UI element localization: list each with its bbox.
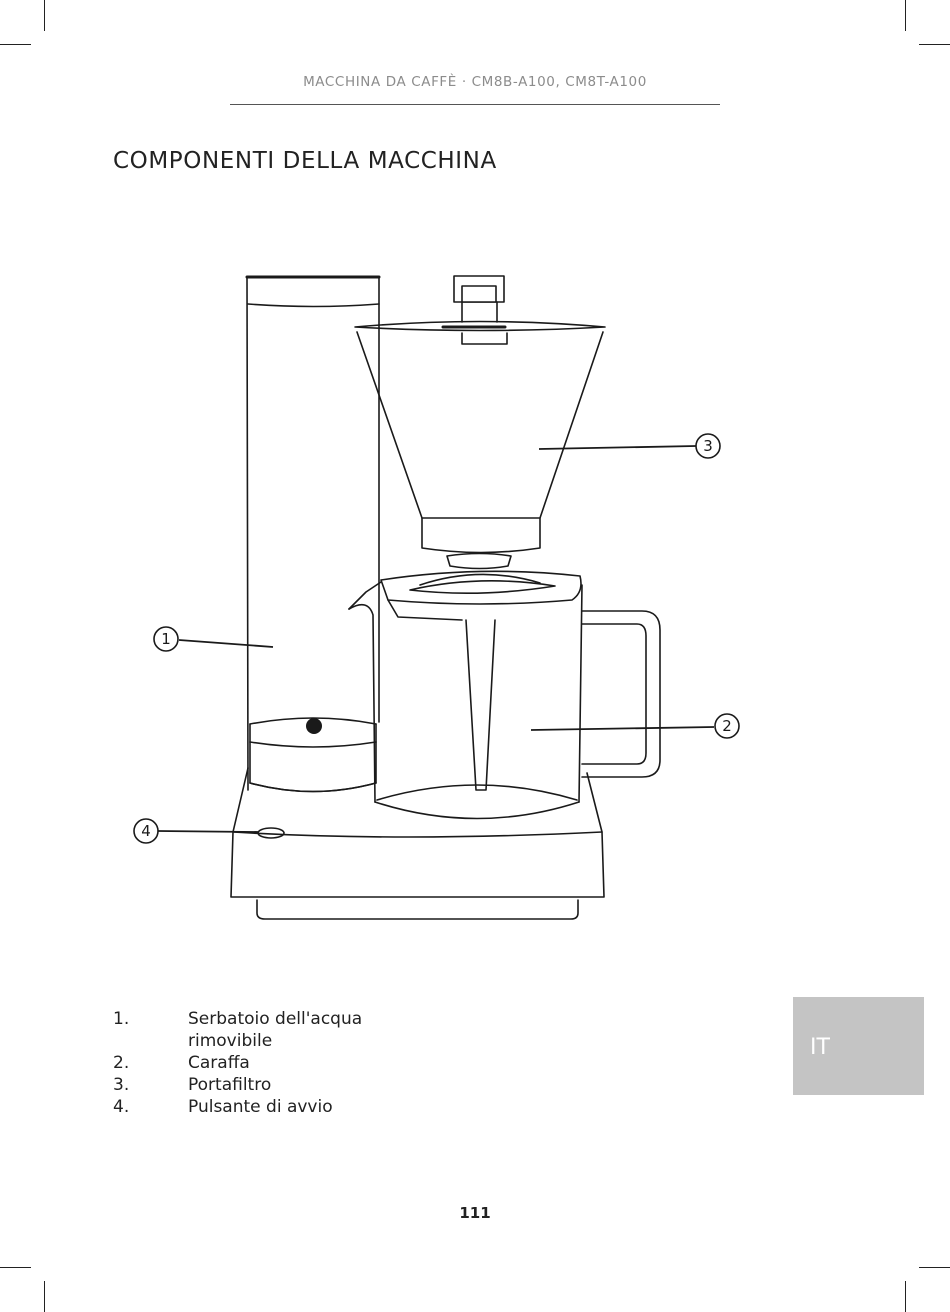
crop-mark [919,1267,950,1268]
crop-mark [919,44,950,45]
callout-circle-1 [153,626,179,652]
callout-circle-2 [714,713,740,739]
carafe [348,570,661,820]
legend-label: Portafiltro [188,1075,272,1095]
section-title: COMPONENTI DELLA MACCHINA [113,148,497,174]
legend-number: 1. [113,1009,130,1029]
language-tab-label: IT [810,1035,830,1060]
running-header: MACCHINA DA CAFFÈ · CM8B-A100, CM8T-A100 [303,74,647,90]
page-number: 111 [459,1204,491,1222]
legend-number: 4. [113,1097,130,1117]
callout-circle-4 [133,818,159,844]
callout-leader-3 [538,445,697,450]
callout-leader-4 [157,830,259,833]
water-tank [245,275,381,793]
legend-number: 2. [113,1053,130,1073]
crop-mark [44,0,45,31]
callout-number-4: 4 [141,822,151,840]
callout-number-3: 3 [703,437,713,455]
legend-label: Pulsante di avvio [188,1097,333,1117]
callout-circle-3 [695,433,721,459]
legend-number: 3. [113,1075,130,1095]
callout-number-1: 1 [161,630,171,648]
legend-label: Caraffa [188,1053,250,1073]
callout-number-2: 2 [722,717,732,735]
callout-leader-1 [178,639,274,648]
legend-item: 2. Caraffa [113,1052,378,1074]
language-tab: IT [793,997,924,1095]
tank-knob [306,718,322,734]
start-button [257,827,285,839]
crop-mark [0,1267,31,1268]
crop-mark [905,0,906,31]
crop-mark [905,1281,906,1312]
crop-mark [0,44,31,45]
legend-label: Serbatoio dell'acqua rimovibile [188,1009,363,1051]
component-legend: 1. Serbatoio dell'acqua rimovibile 2. Ca… [113,1008,378,1118]
legend-item: 4. Pulsante di avvio [113,1096,378,1118]
legend-item: 1. Serbatoio dell'acqua rimovibile [113,1008,378,1052]
legend-item: 3. Portafiltro [113,1074,378,1096]
crop-mark [44,1281,45,1312]
machine-base [230,767,605,920]
filter-holder [354,275,606,570]
header-rule [230,104,720,105]
callout-leader-2 [530,726,715,731]
